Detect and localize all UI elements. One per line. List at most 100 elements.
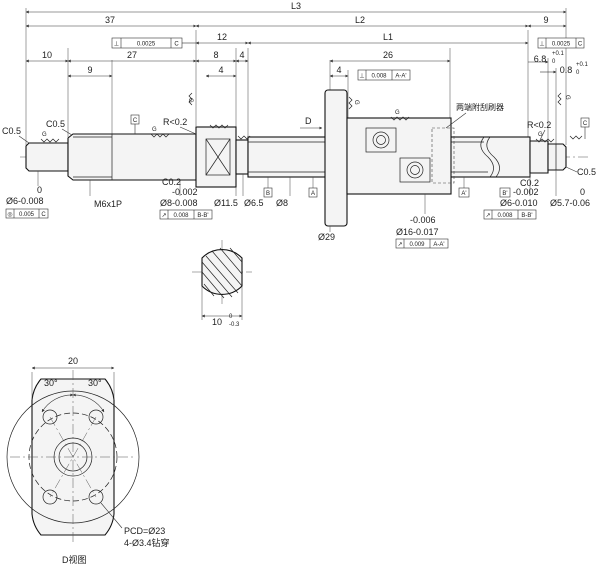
- radius-right: R<0.2: [527, 120, 551, 130]
- roughness-marks-left: G G G: [40, 92, 251, 143]
- right-bearing-journal: [529, 140, 549, 174]
- ball-screw-shaft: [25, 126, 567, 188]
- datum-b: B: [263, 187, 273, 198]
- svg-text:B': B': [502, 191, 507, 197]
- dim-l2: L2: [355, 15, 365, 25]
- left-end-dia-upper: 0: [37, 185, 42, 195]
- datum-a: A: [308, 187, 318, 198]
- bearing-right-dia-upper: -0.002: [513, 187, 539, 197]
- chamfer-left-end: C0.5: [2, 126, 21, 136]
- svg-text:C: C: [578, 42, 583, 48]
- svg-text:↗: ↗: [397, 242, 402, 248]
- left-end-dia: Ø6-0.008: [6, 196, 44, 206]
- datum-c-left: C: [130, 114, 140, 134]
- dim-9-left: 9: [87, 65, 92, 75]
- svg-text:A: A: [311, 191, 315, 197]
- holes-label: 4-Ø3.4钻穿: [124, 537, 170, 548]
- svg-text:G: G: [187, 98, 193, 103]
- nut-body: [346, 117, 452, 195]
- svg-text:C: C: [174, 42, 179, 48]
- svg-text:G: G: [564, 95, 570, 100]
- leader-lines-bottom: [37, 170, 557, 232]
- flange-hole-bl: [42, 489, 58, 505]
- dim-6-8: 6.8: [534, 54, 547, 64]
- pcd-label: PCD=Ø23: [124, 526, 165, 536]
- dim-0-8-tol-lower: 0: [576, 70, 580, 76]
- flange-hole-br: [88, 489, 104, 505]
- collar: [195, 126, 237, 188]
- section-outline: [201, 249, 243, 295]
- d-view-title: D视图: [62, 554, 87, 565]
- svg-text:⊥: ⊥: [539, 41, 544, 48]
- svg-text:G: G: [353, 100, 359, 105]
- flange-width: 20: [68, 356, 78, 366]
- dim-l3: L3: [291, 1, 301, 11]
- svg-text:A-A': A-A': [395, 74, 406, 80]
- dim-9-right: 9: [543, 15, 548, 25]
- tol-frame-flange-face: ⊥ 0.008 A-A': [357, 69, 411, 81]
- collar-dia: Ø11.5: [214, 198, 238, 208]
- svg-text:0.008: 0.008: [371, 74, 387, 80]
- dim-0-8: 0.8: [560, 65, 573, 75]
- tol-frame-top-right: ⊥ 0.0025 C: [537, 37, 585, 49]
- arrow-d-label: D: [305, 116, 312, 126]
- dim-37: 37: [105, 15, 115, 25]
- tol-frame-left-runout: ↗ 0.008 B-B': [159, 209, 213, 220]
- svg-text:G: G: [395, 110, 400, 116]
- svg-text:◎: ◎: [7, 212, 12, 218]
- dim-10: 10: [42, 50, 52, 60]
- nut-bottom-hole-frame: [399, 157, 431, 183]
- right-end: [547, 143, 567, 171]
- datum-c-right: C: [580, 117, 590, 139]
- svg-text:C: C: [41, 212, 46, 218]
- svg-text:⊥: ⊥: [114, 41, 119, 48]
- neck: [235, 139, 249, 175]
- svg-text:0.008: 0.008: [173, 213, 189, 219]
- nut-dia-upper: -0.006: [410, 215, 436, 225]
- chamfer-left-step: C0.5: [46, 119, 65, 129]
- svg-text:G: G: [538, 132, 543, 138]
- datum-b-prime: B': [499, 187, 511, 198]
- bearing-right-dia: Ø6-0.010: [500, 198, 538, 208]
- thread-section: [67, 133, 197, 181]
- wiper-outline: [431, 127, 455, 184]
- dim-8: 8: [213, 50, 218, 60]
- left-end-journal: [25, 142, 69, 172]
- dim-4-collar: 4: [218, 65, 223, 75]
- datum-a-prime: A': [458, 187, 470, 198]
- svg-text:G: G: [42, 132, 47, 138]
- svg-text:A-A': A-A': [433, 242, 444, 248]
- chamfer-left-bottom: C0.2: [162, 177, 181, 187]
- svg-text:G: G: [152, 127, 157, 133]
- neck-dia: Ø6.5: [244, 198, 264, 208]
- chamfer-right-bottom: C0.2: [520, 178, 539, 188]
- svg-text:↗: ↗: [161, 213, 166, 219]
- roughness-marks-right: G G: [535, 92, 583, 143]
- dim-4-flange: 4: [336, 65, 341, 75]
- flange-d-view: 20 30° 30° PCD=Ø23 4-Ø3.4钻穿 D视图: [6, 356, 170, 565]
- dim-12: 12: [217, 32, 227, 42]
- flange: [324, 89, 348, 227]
- bearing-left-dia: Ø8-0.008: [160, 198, 198, 208]
- chamfer-right-end: C0.5: [577, 167, 596, 177]
- tol-frame-top-left: ⊥ 0.0025 C: [111, 37, 196, 49]
- dim-26: 26: [383, 50, 393, 60]
- svg-text:B: B: [266, 191, 270, 197]
- dim-l1: L1: [383, 32, 393, 42]
- ball-nut: [324, 89, 455, 227]
- extension-lines: [25, 8, 567, 145]
- roughness-marks-nut: G G: [348, 96, 410, 121]
- nut-dia: Ø16-0.017: [396, 227, 439, 237]
- right-end-dia-upper: 0: [580, 187, 585, 197]
- svg-text:0.009: 0.009: [409, 242, 425, 248]
- flange-angle-left: 30°: [44, 378, 58, 388]
- thread-spec: M6x1P: [94, 199, 122, 209]
- dim-6-8-tol-upper: +0.1: [552, 51, 565, 57]
- right-end-dia: Ø5.7-0.06: [550, 198, 590, 208]
- flange-dia: Ø29: [318, 232, 335, 242]
- dim-27: 27: [127, 50, 137, 60]
- radius-left: R<0.2: [163, 117, 187, 127]
- svg-text:↗: ↗: [485, 213, 490, 219]
- svg-text:A': A': [461, 191, 466, 197]
